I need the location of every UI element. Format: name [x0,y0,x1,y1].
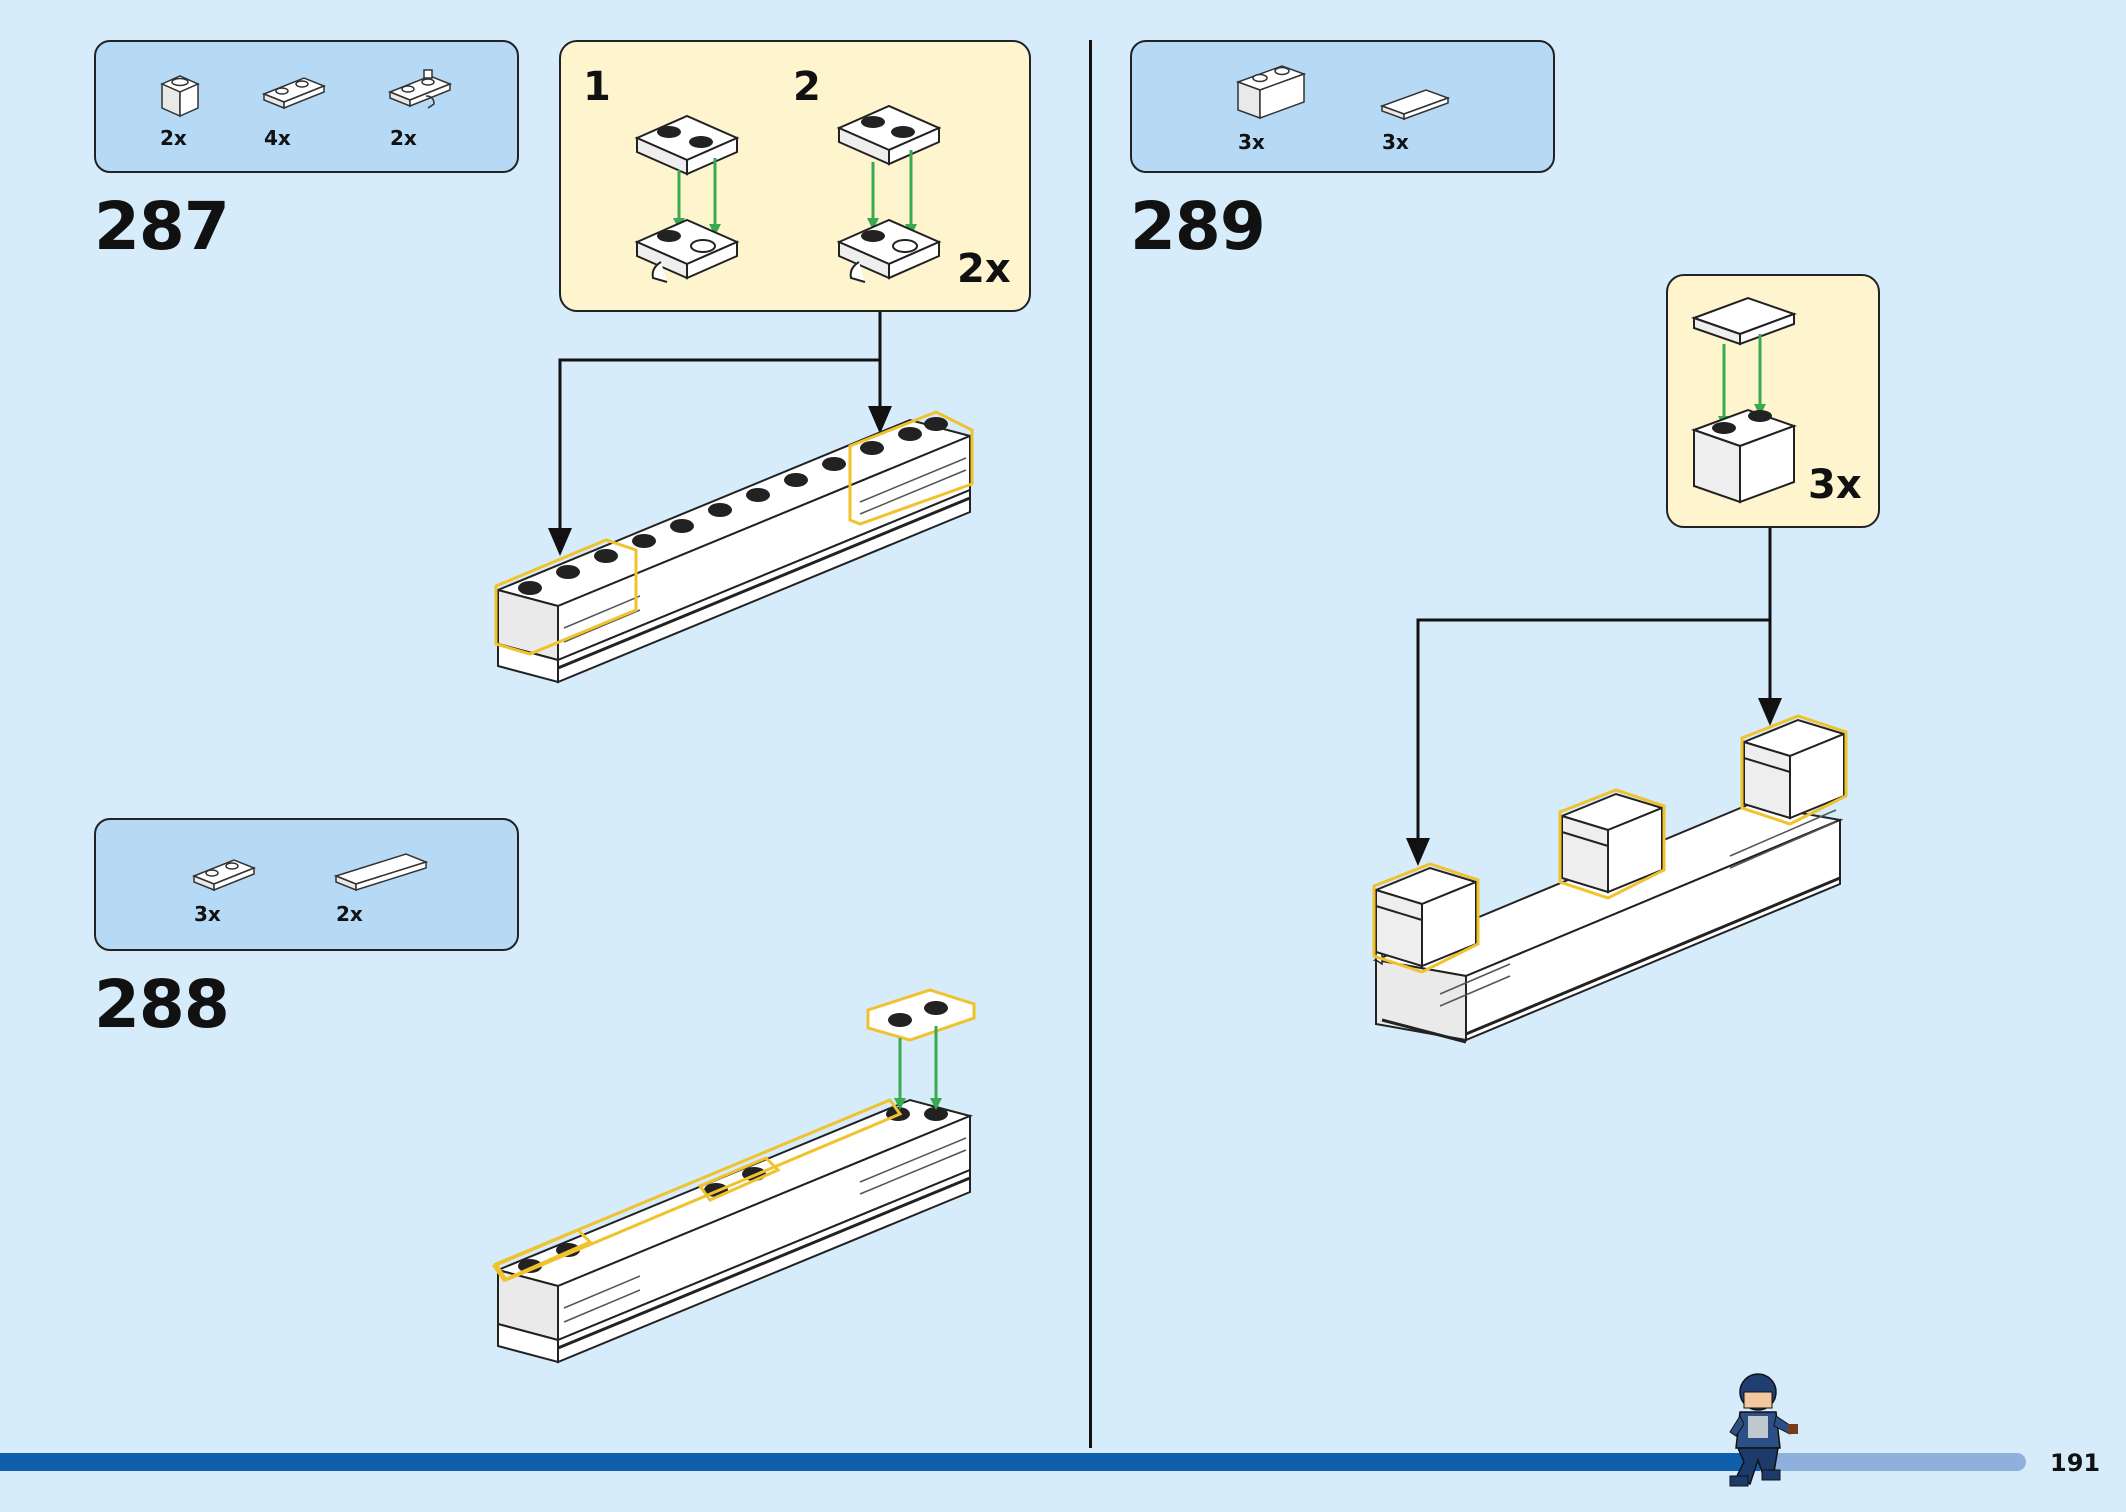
plate-1x2-icon [191,859,257,892]
model-288 [491,988,976,1364]
sub-step-label: 2 [793,64,821,110]
brick-1x2-icon [1235,65,1307,120]
parts-list-287: 2x 4x 2x [94,40,519,173]
sub-step-2-diagram [836,104,942,283]
footer-bar [0,1453,1760,1471]
step-number: 289 [1130,188,1266,265]
model-287 [494,410,974,684]
part-count: 3x [194,902,221,926]
part-count: 2x [336,902,363,926]
part-count: 2x [160,126,187,150]
sub-step-multiplier: 3x [1808,462,1862,508]
page-number: 191 [2050,1449,2101,1477]
footer-bar-progress [1760,1453,2026,1471]
column-divider [1089,40,1092,1448]
sub-step-1-diagram [634,114,740,283]
part-count: 3x [1382,130,1409,154]
brick-1x1-icon [160,75,200,118]
part-count: 3x [1238,130,1265,154]
tile-1x2-icon [1379,89,1451,121]
step-number: 288 [94,966,230,1043]
sub-assembly-289-diagram [1691,296,1797,504]
parts-list-289: 3x 3x [1130,40,1555,173]
parts-list-288: 3x 2x [94,818,519,951]
sub-assembly-287: 1 2 2x [559,40,1031,312]
tile-1x4-icon [333,853,429,892]
minifigure-icon [1729,1373,1798,1487]
model-289 [1372,714,1848,1044]
part-count: 4x [264,126,291,150]
step-number: 287 [94,188,230,265]
sub-step-label: 1 [583,64,611,110]
plate-1x2-clip-icon [387,69,453,109]
part-count: 2x [390,126,417,150]
sub-assembly-289: 3x [1666,274,1880,528]
plate-1x2-icon [261,77,327,110]
sub-step-multiplier: 2x [957,246,1011,292]
